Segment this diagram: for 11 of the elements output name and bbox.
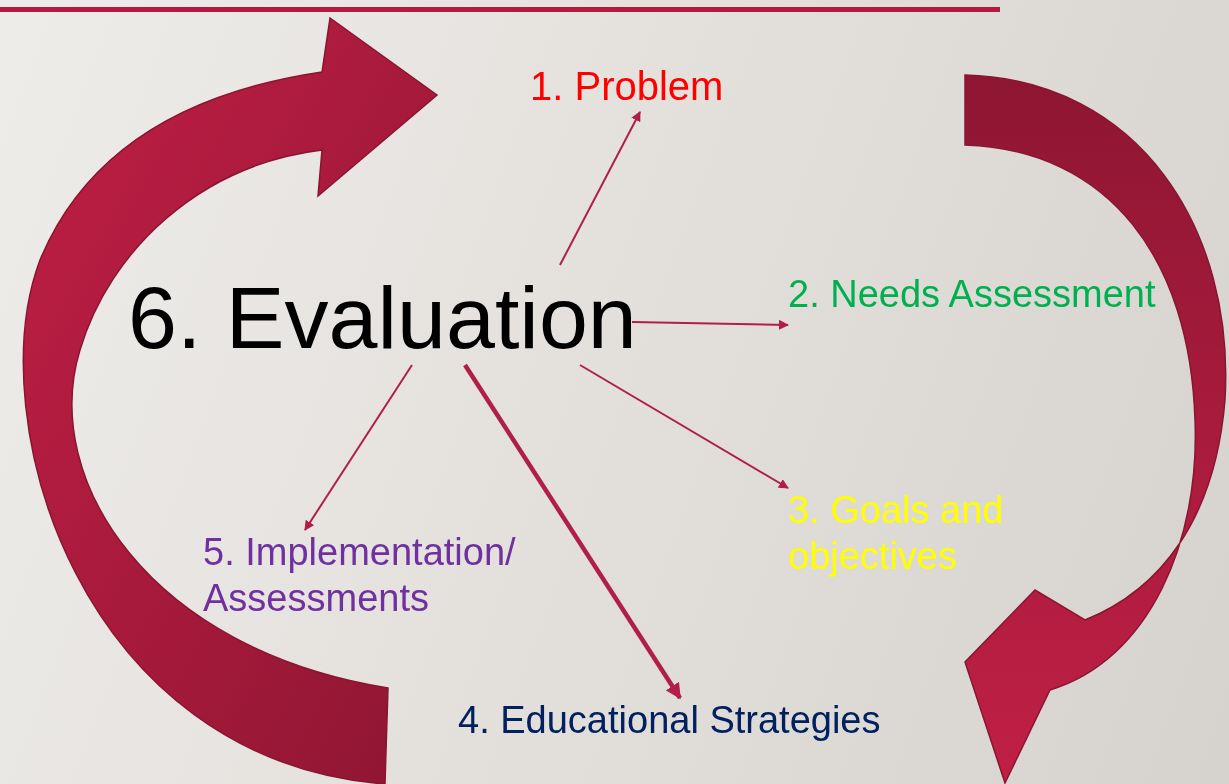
arrow — [304, 364, 413, 531]
node-label: 5. Implementation/ Assessments — [203, 530, 517, 621]
node-label: 1. Problem — [530, 63, 725, 110]
arrow — [579, 364, 789, 489]
node-label: 6. Evaluation — [128, 267, 638, 369]
arrow — [559, 111, 641, 266]
arrow — [631, 319, 789, 330]
node-label: 3. Goals and objectives — [788, 488, 1005, 579]
arrow — [463, 363, 682, 700]
node-label: 4. Educational Strategies — [458, 698, 882, 743]
node-label: 2. Needs Assessment — [788, 272, 1157, 317]
